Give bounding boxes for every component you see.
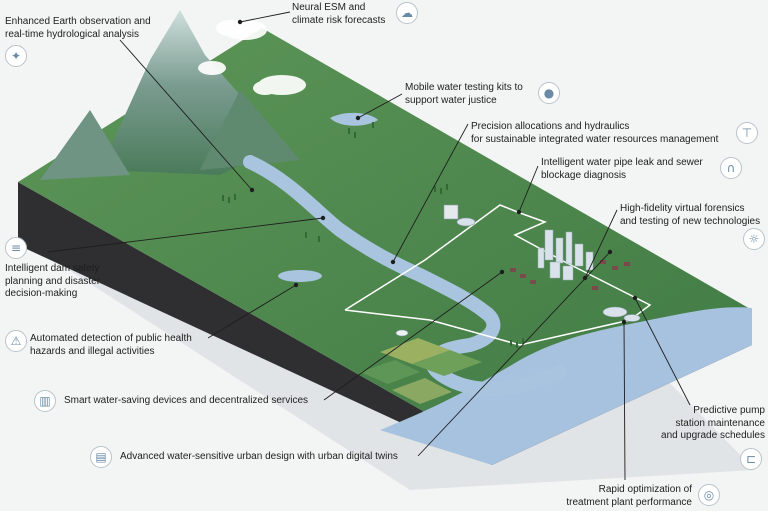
cloud-sun-icon: ☁ bbox=[396, 2, 418, 24]
label-urban-design: Advanced water-sensitive urban design wi… bbox=[120, 451, 398, 462]
city-icon: ▤ bbox=[90, 446, 112, 468]
treatment-plant-structure bbox=[602, 306, 641, 322]
water-tank-icon: ▥ bbox=[34, 390, 56, 412]
label-precision-allocations: Precision allocations and hydraulics for… bbox=[471, 121, 719, 145]
clouds bbox=[198, 20, 306, 95]
reservoir-upper bbox=[330, 112, 378, 126]
pump-icon: ⊏ bbox=[740, 448, 762, 470]
label-treatment-plant: Rapid optimization of treatment plant pe… bbox=[566, 484, 692, 508]
water-drop-icon: ● bbox=[538, 82, 560, 104]
hazard-icon: ⚠ bbox=[5, 330, 27, 352]
lightbulb-icon: ☼ bbox=[743, 228, 765, 250]
label-virtual-forensics: High-fidelity virtual forensics and test… bbox=[620, 203, 761, 227]
storage-tank bbox=[395, 329, 409, 337]
dam-icon: ≡ bbox=[5, 237, 27, 259]
city-houses bbox=[510, 260, 630, 290]
reservoir-lake bbox=[278, 270, 322, 282]
farm-fields bbox=[360, 338, 482, 404]
label-water-saving: Smart water-saving devices and decentral… bbox=[64, 395, 308, 406]
mountain-right bbox=[200, 90, 300, 170]
label-earth-observation: Enhanced Earth observation and real-time… bbox=[5, 16, 151, 40]
satellite-icon: ✦ bbox=[5, 45, 27, 67]
label-public-health: Automated detection of public health haz… bbox=[30, 333, 192, 357]
treatment-plant-icon: ◎ bbox=[698, 484, 720, 506]
faucet-icon: ⊤ bbox=[736, 122, 758, 144]
label-dam-safety: Intelligent dam safety planning and disa… bbox=[5, 263, 101, 299]
city bbox=[537, 229, 594, 281]
label-neural-esm: Neural ESM and climate risk forecasts bbox=[292, 2, 386, 26]
river bbox=[243, 155, 567, 396]
pipe-icon: ∩ bbox=[720, 157, 742, 179]
sea-area bbox=[380, 307, 752, 465]
trees bbox=[222, 122, 524, 348]
label-pump-station: Predictive pump station maintenance and … bbox=[661, 405, 765, 441]
label-pipe-leak: Intelligent water pipe leak and sewer bl… bbox=[541, 157, 703, 181]
leader-lines bbox=[47, 11, 691, 481]
leader-dots bbox=[237, 19, 638, 325]
label-mobile-testing: Mobile water testing kits to support wat… bbox=[405, 82, 523, 106]
mountain-left bbox=[40, 110, 130, 180]
block-side-left bbox=[18, 182, 492, 465]
industrial-site bbox=[443, 204, 476, 227]
